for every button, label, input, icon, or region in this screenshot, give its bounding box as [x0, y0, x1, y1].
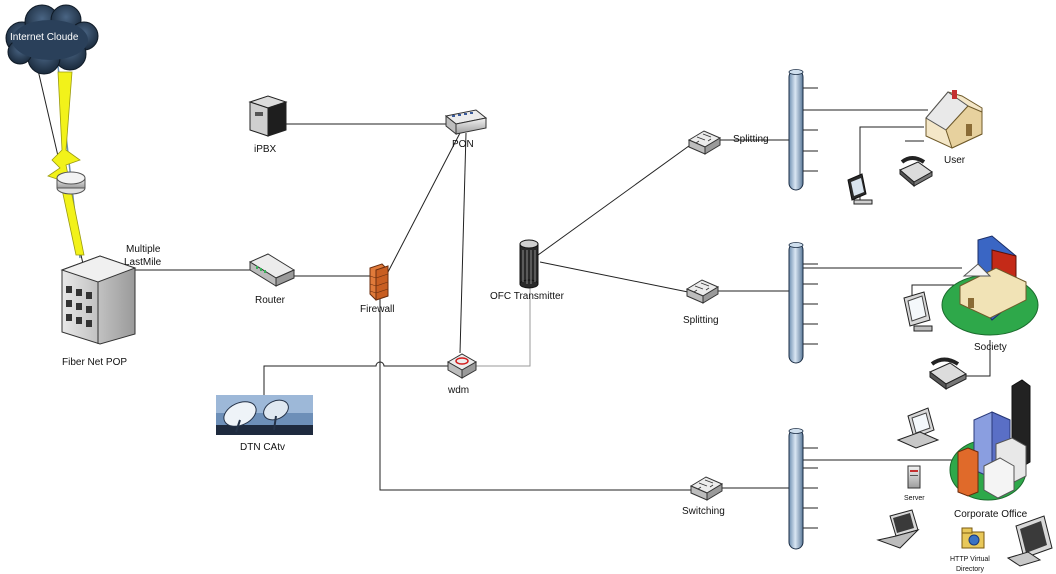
- link-ofc-split-mid: [539, 261, 689, 293]
- monitor-icon: [847, 173, 873, 205]
- pon-hub-icon: [444, 109, 488, 136]
- internet-cloud-label: Internet Cloude: [10, 32, 79, 43]
- link-firewall-pon: [387, 132, 461, 273]
- satellite-dish-icon: [216, 395, 313, 435]
- wdm-device-icon: [446, 353, 478, 379]
- lastmile-label-line2: LastMile: [124, 257, 162, 268]
- ipbx-label: iPBX: [254, 144, 277, 155]
- wdm-label: wdm: [447, 385, 469, 396]
- society-label: Society: [974, 342, 1007, 353]
- telephone-icon: [899, 156, 933, 188]
- server-icon: [907, 465, 921, 489]
- society-campus-icon: [941, 235, 1039, 336]
- building-icon: [60, 255, 137, 345]
- splitter-top-icon: [687, 130, 722, 155]
- splitter-middle-icon: [685, 279, 720, 304]
- link-society-phone: [966, 340, 991, 377]
- link-ofc-split-top: [537, 142, 694, 256]
- link-pon-wdm: [459, 132, 467, 354]
- society-phone-icon: [929, 357, 967, 390]
- switch-icon: [689, 476, 724, 501]
- laptop-icon: [876, 509, 920, 549]
- link-dtn-wdm: [263, 361, 448, 395]
- lastmile-label-line1: Multiple: [126, 244, 161, 255]
- link-wdm-ofc: [475, 288, 531, 367]
- pon-label: PON: [452, 139, 474, 150]
- switching-label: Switching: [682, 506, 725, 517]
- transceiver-icon: [56, 171, 86, 195]
- dtn-label: DTN CAtv: [240, 442, 285, 453]
- http-label-line1: HTTP Virtual: [950, 556, 990, 563]
- corporate-label: Corporate Office: [954, 509, 1028, 520]
- http-label-line2: Directory: [956, 566, 985, 573]
- http-folder-icon: [961, 527, 985, 549]
- link-firewall-switching: [379, 296, 692, 491]
- user-label: User: [944, 155, 966, 166]
- ofc-label: OFC Transmitter: [490, 291, 565, 302]
- internet-cloud-icon: [5, 4, 99, 75]
- split-mid-label: Splitting: [683, 315, 719, 326]
- society-monitor-icon: [903, 291, 933, 332]
- pop-label: Fiber Net POP: [62, 357, 127, 368]
- bus-top: [788, 69, 818, 191]
- split-top-label: Splitting: [733, 134, 769, 145]
- router-icon: [248, 253, 296, 287]
- workstation-icon: [896, 407, 940, 449]
- firewall-label: Firewall: [360, 304, 394, 315]
- bus-middle: [788, 242, 818, 364]
- house-icon: [925, 90, 983, 149]
- ofc-transmitter-icon: [519, 239, 539, 289]
- server-label: Server: [904, 495, 925, 502]
- firewall-icon: [369, 263, 389, 301]
- router-label: Router: [255, 295, 286, 306]
- desktop-monitor-icon: [1006, 515, 1053, 567]
- ipbx-server-icon: [248, 95, 288, 137]
- lightning-icon: [47, 71, 85, 256]
- bus-bottom: [788, 428, 818, 550]
- corporate-city-icon: [949, 379, 1031, 501]
- connection-lines: [37, 65, 991, 491]
